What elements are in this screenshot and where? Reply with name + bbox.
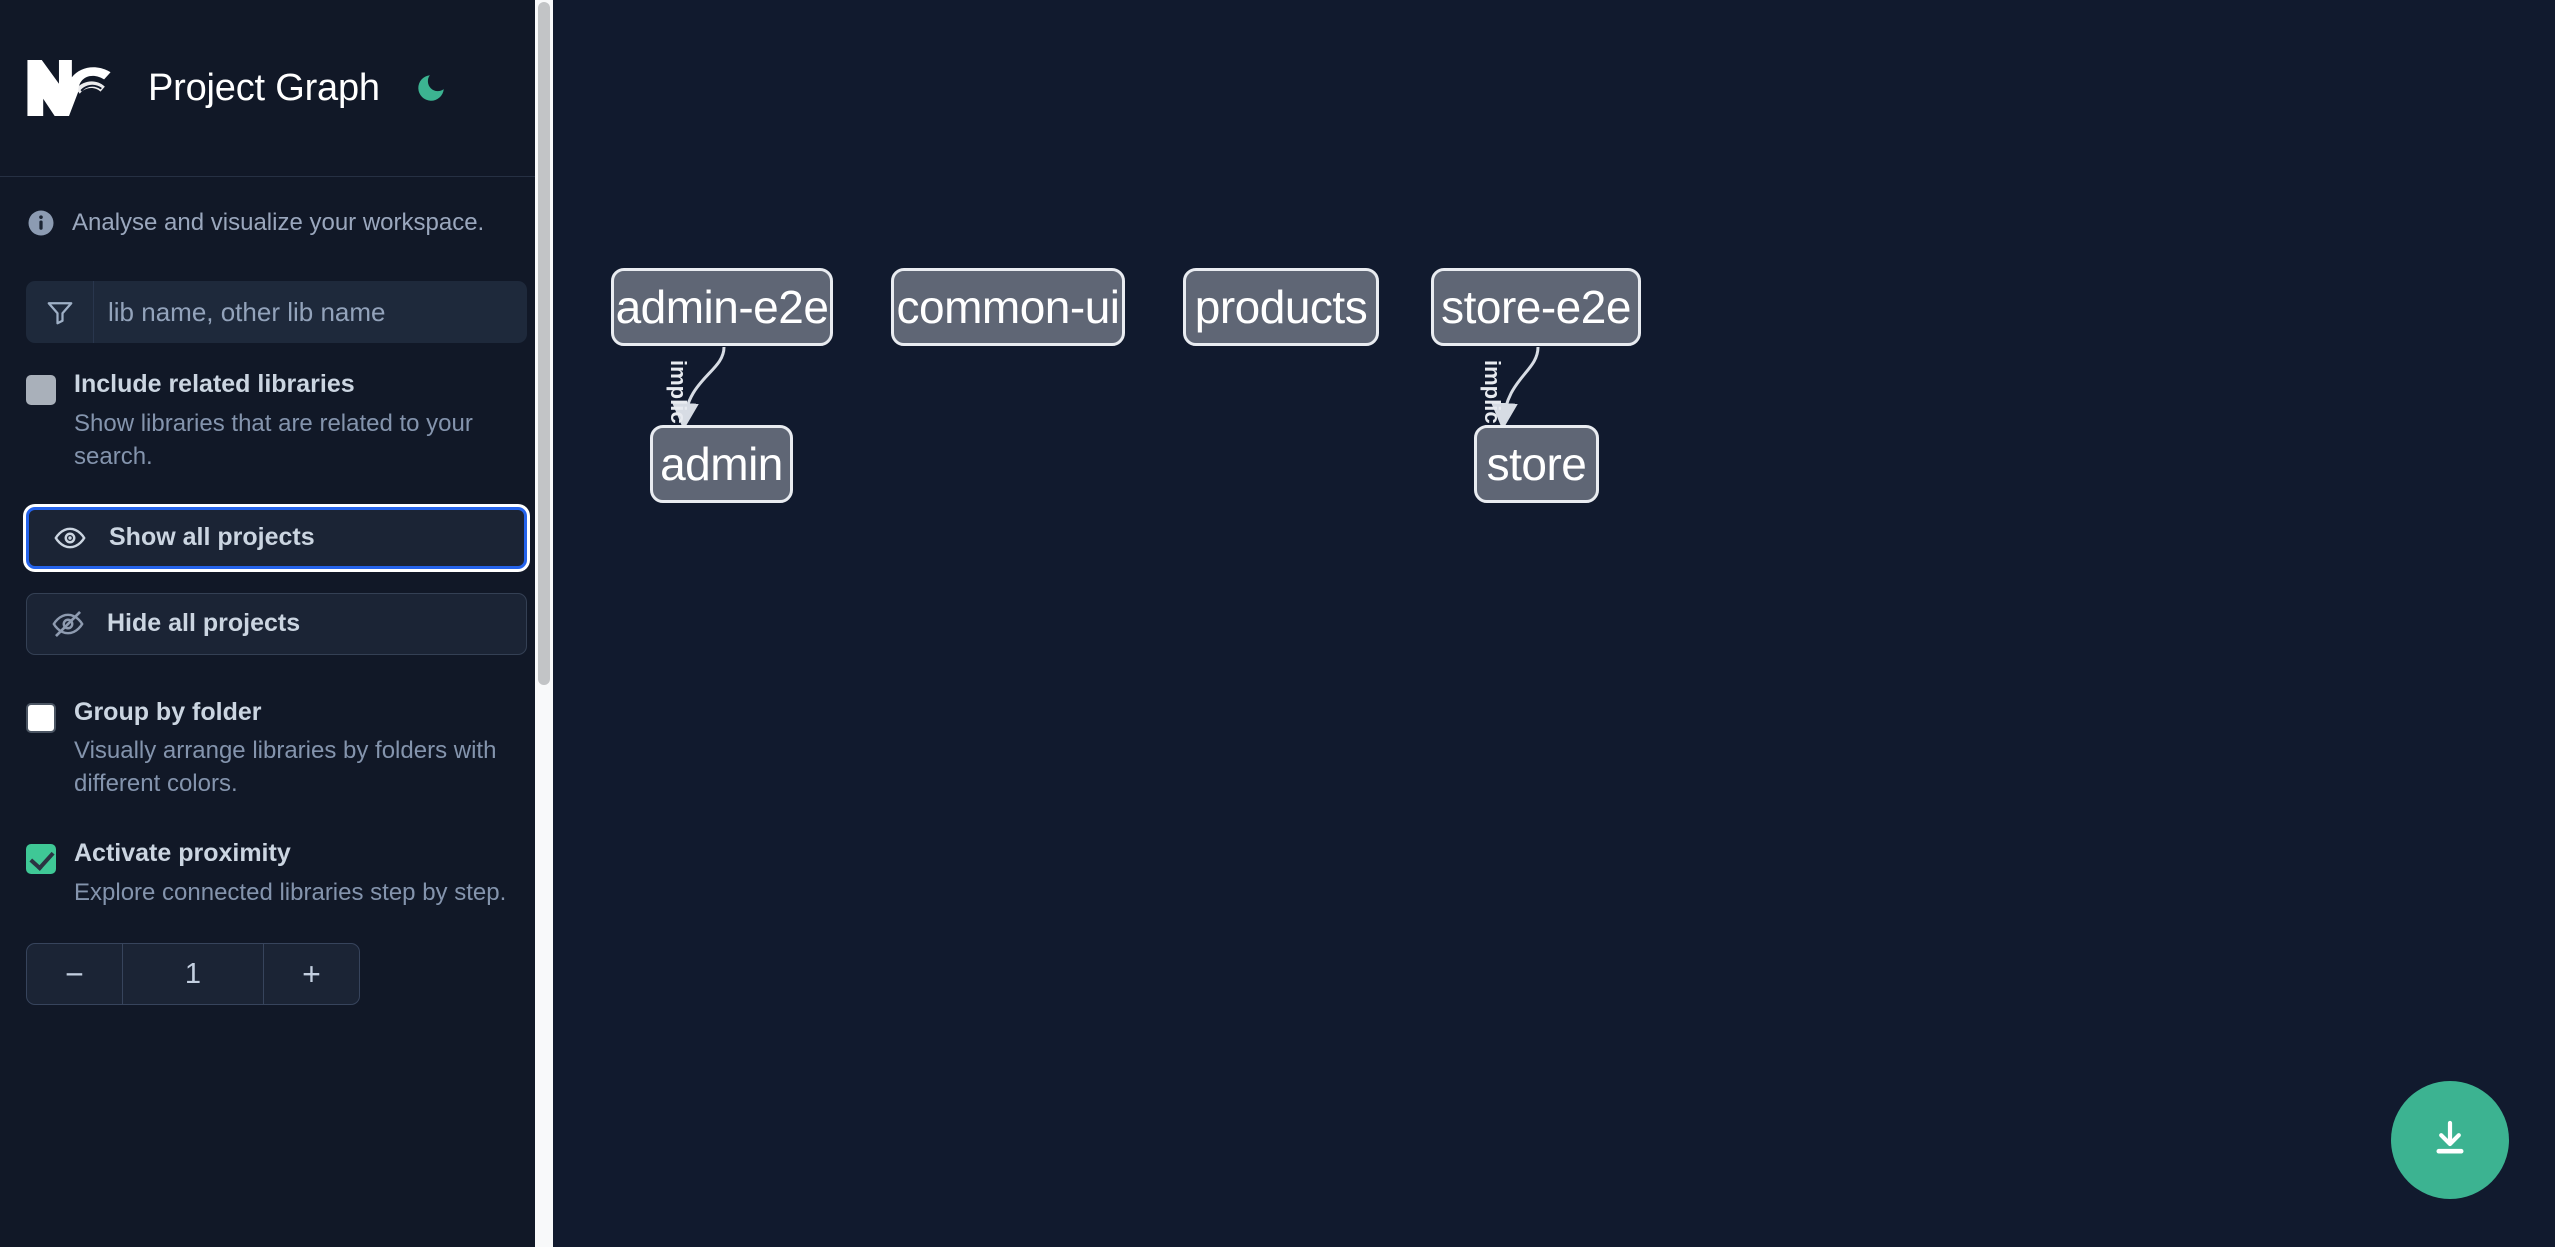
theme-toggle-button[interactable] [408,65,454,111]
proximity-stepper: − 1 + [26,943,360,1006]
eye-off-icon [52,610,84,637]
checkbox-group-by-folder[interactable] [26,702,56,733]
tagline-text: Analyse and visualize your workspace. [72,209,485,236]
option-include-related-libraries[interactable]: Include related libraries Show libraries… [0,370,553,473]
download-graph-button[interactable] [2391,1081,2509,1199]
eye-icon [54,527,86,549]
checkbox-activate-proximity[interactable] [26,844,56,875]
download-icon [2436,1120,2464,1154]
graph-node-admin[interactable]: admin [650,425,793,503]
checkbox-include-related-libraries[interactable] [26,375,56,405]
proximity-value: 1 [184,957,202,990]
search-filter-box[interactable] [26,281,527,343]
show-all-projects-label: Show all projects [109,523,315,552]
graph-node-store[interactable]: store [1474,425,1599,503]
hide-all-projects-button[interactable]: Hide all projects [26,592,527,655]
graph-edges [671,346,1540,430]
sidebar-header: Project Graph [0,0,553,177]
sidebar: Project Graph Analyse and visualize your… [0,0,553,1247]
search-input[interactable] [94,281,527,343]
graph-node-admin-e2e[interactable]: admin-e2e [611,268,833,346]
graph-canvas[interactable]: implicit implicit admin-e2e common-ui pr… [553,0,2555,1247]
option-description: Explore connected libraries step by step… [74,878,507,906]
project-visibility-buttons: Show all projects Hide all projects [0,506,553,655]
graph-node-common-ui[interactable]: common-ui [891,268,1125,346]
sidebar-scrollbar-track[interactable] [535,0,553,1247]
page-title: Project Graph [148,66,380,109]
tagline: Analyse and visualize your workspace. [0,177,553,269]
show-all-projects-button[interactable]: Show all projects [26,506,527,569]
moon-icon [418,75,444,101]
graph-node-store-e2e[interactable]: store-e2e [1431,268,1641,346]
graph-node-products[interactable]: products [1183,268,1379,346]
hide-all-projects-label: Hide all projects [107,609,301,638]
filter-row [0,281,553,343]
funnel-icon-wrap [26,281,94,343]
option-group-by-folder[interactable]: Group by folder Visually arrange librari… [0,697,553,801]
nx-logo-icon [27,60,111,116]
option-label: Include related libraries [74,370,355,398]
sidebar-scrollbar-thumb[interactable] [538,2,550,685]
option-label: Activate proximity [74,839,291,868]
option-description: Show libraries that are related to your … [74,409,473,470]
proximity-increment-button[interactable]: + [263,944,359,1005]
proximity-stepper-wrap: − 1 + [0,943,553,1006]
edge-store-e2e-store [1490,346,1540,430]
proximity-decrement-button[interactable]: − [27,944,123,1005]
option-description: Visually arrange libraries by folders wi… [74,737,497,798]
funnel-icon [47,302,72,325]
option-label: Group by folder [74,697,262,726]
option-activate-proximity[interactable]: Activate proximity Explore connected lib… [0,840,553,909]
info-icon [28,210,54,236]
